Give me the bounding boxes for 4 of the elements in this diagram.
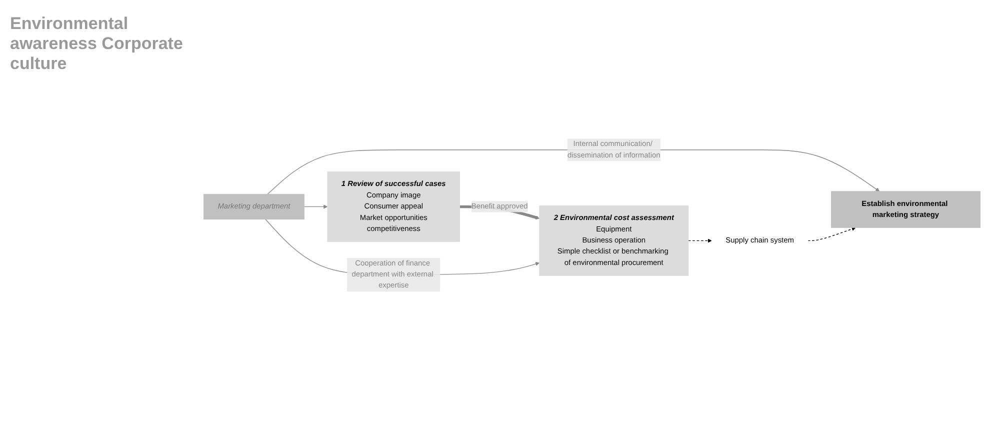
note-text: Environmental awareness Corporate culture <box>10 14 184 74</box>
arrow <box>808 226 856 241</box>
arrow <box>304 204 328 209</box>
arrow <box>688 238 712 243</box>
